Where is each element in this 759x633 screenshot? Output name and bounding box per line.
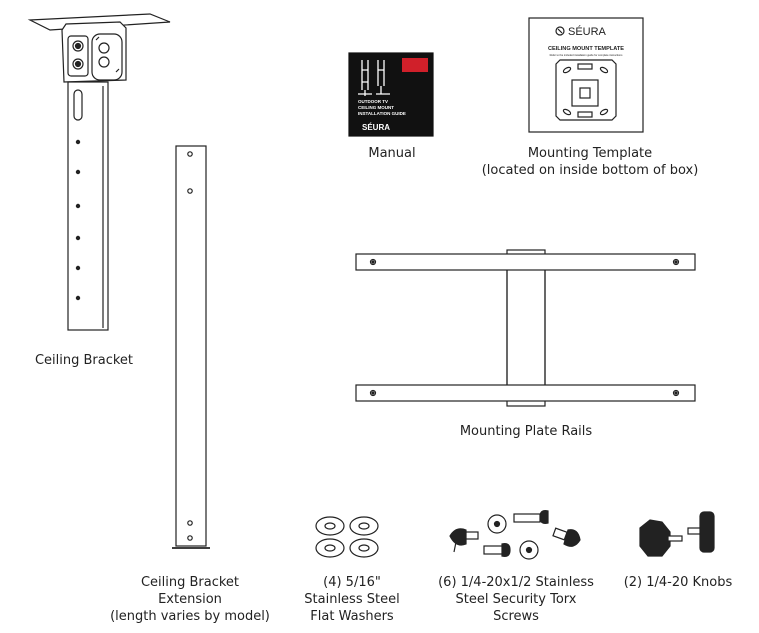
label-washers-line-3: Flat Washers [310, 609, 394, 624]
label-washers-line-2: Stainless Steel [304, 592, 400, 607]
label-ceiling-bracket-text: Ceiling Bracket [34, 353, 134, 368]
label-mounting-template-line-2: (located on inside bottom of box) [481, 163, 699, 178]
mounting-plate-rails [355, 249, 696, 407]
knobs [639, 511, 715, 557]
ceiling-bracket [27, 13, 171, 331]
label-extension-line-3: (length varies by model) [110, 609, 270, 624]
label-manual-text: Manual [368, 146, 416, 161]
label-washers: (4) 5/16" Stainless Steel Flat Washers [292, 574, 412, 625]
label-mounting-plate-rails: Mounting Plate Rails [446, 423, 606, 440]
manual-title-line-2: CEILING MOUNT [358, 105, 394, 110]
label-extension-line-2: Extension [158, 592, 222, 607]
label-mounting-template-line-1: Mounting Template [527, 146, 653, 161]
template-brand: SÉURA [568, 25, 607, 38]
label-screws-line-2: Steel Security Torx [455, 592, 577, 607]
label-ceiling-bracket: Ceiling Bracket [22, 352, 146, 369]
manual-title-line-1: OUTDOOR TV [358, 99, 388, 104]
label-screws: (6) 1/4-20x1/2 Stainless Steel Security … [426, 574, 606, 625]
label-screws-line-3: Screws [493, 609, 539, 624]
manual-booklet [348, 52, 434, 137]
mounting-template-sheet [528, 17, 644, 133]
label-mounting-plate-rails-text: Mounting Plate Rails [459, 424, 593, 439]
label-knobs: (2) 1/4-20 Knobs [614, 574, 742, 591]
flat-washers [315, 516, 379, 558]
label-mounting-template: Mounting Template (located on inside bot… [470, 145, 710, 179]
label-screws-line-1: (6) 1/4-20x1/2 Stainless [438, 575, 594, 590]
manual-title-line-3: INSTALLATION GUIDE [358, 111, 406, 116]
label-knobs-text: (2) 1/4-20 Knobs [623, 575, 733, 590]
template-subtitle: Refer to the included installation guide… [550, 53, 624, 57]
manual-brand: SÉURA [362, 123, 390, 132]
label-washers-line-1: (4) 5/16" [323, 575, 381, 590]
ceiling-bracket-extension [172, 145, 210, 549]
label-manual: Manual [352, 145, 432, 162]
label-extension-line-1: Ceiling Bracket [140, 575, 240, 590]
label-extension: Ceiling Bracket Extension (length varies… [104, 574, 276, 625]
security-torx-screws [449, 510, 581, 560]
template-title: CEILING MOUNT TEMPLATE [548, 46, 624, 52]
